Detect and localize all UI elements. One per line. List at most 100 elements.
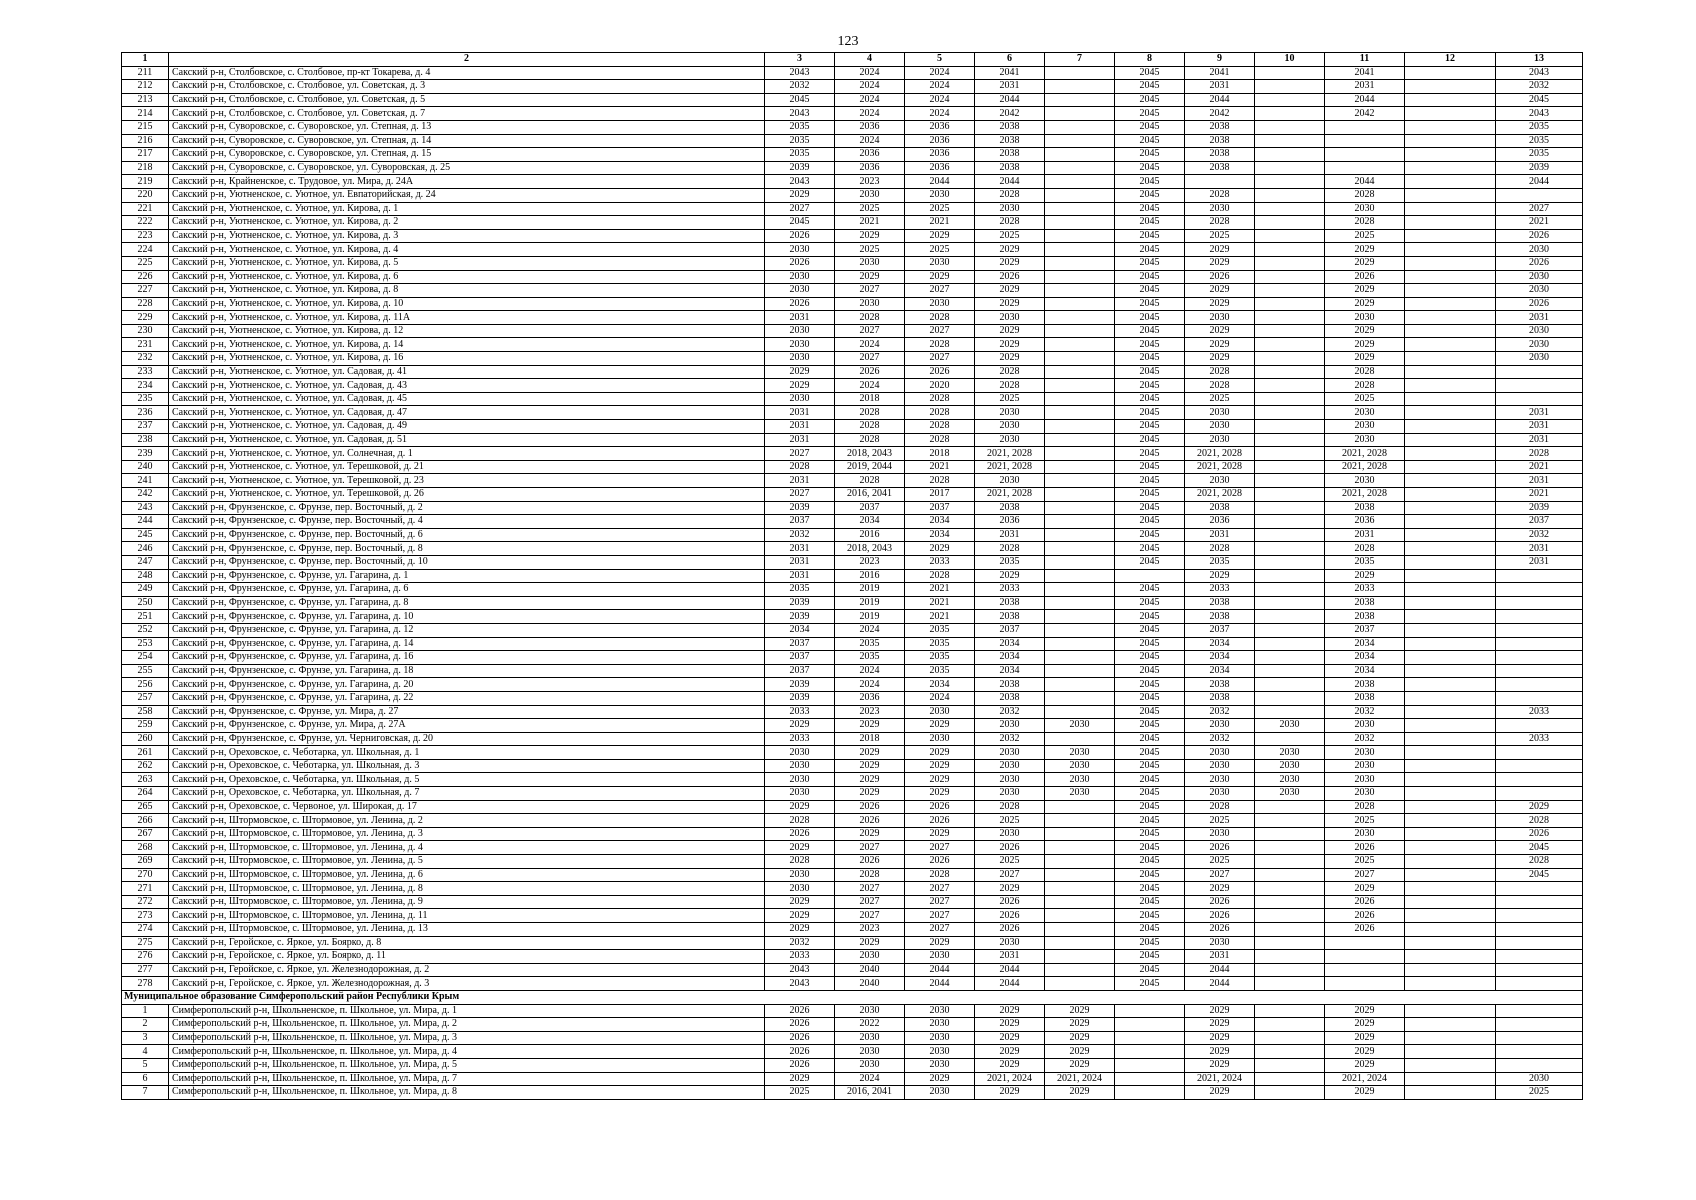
table-cell: 2029	[1044, 1085, 1115, 1100]
table-cell	[1254, 813, 1325, 828]
table-cell: 2034	[904, 514, 975, 529]
table-cell: 273	[121, 908, 169, 923]
table-cell: Сакский р-н, Геройское, с. Яркое, ул. Же…	[168, 962, 765, 978]
table-cell: 2035	[834, 650, 905, 665]
table-cell: 276	[121, 949, 169, 964]
table-cell	[1404, 514, 1496, 529]
table-cell: 2024	[904, 92, 975, 108]
table-cell: 2045	[1114, 690, 1185, 706]
table-cell: 2026	[974, 908, 1045, 923]
table-cell	[1254, 391, 1325, 407]
table-cell: 2045	[1114, 92, 1185, 108]
table-cell: 2024	[834, 378, 905, 393]
table-cell: 2034	[974, 650, 1045, 665]
table-cell: Сакский р-н, Суворовское, с. Суворовское…	[168, 133, 765, 149]
table-cell	[1044, 500, 1115, 516]
table-cell: 2031	[1495, 310, 1583, 325]
table-cell	[1404, 636, 1496, 652]
table-cell	[1044, 459, 1115, 475]
table-cell	[1404, 772, 1496, 788]
table-cell: 267	[121, 826, 169, 842]
table-cell: 2036	[904, 119, 975, 135]
table-cell: 2030	[834, 1044, 905, 1059]
table-cell: Сакский р-н, Фрунзенское, с. Фрунзе, пер…	[168, 541, 765, 556]
table-cell	[1044, 636, 1115, 652]
table-cell: 2026	[764, 1030, 835, 1046]
table-cell	[1404, 283, 1496, 298]
table-cell	[1254, 636, 1325, 652]
table-cell: 2029	[764, 922, 835, 937]
table-cell: 253	[121, 636, 169, 652]
table-cell	[1254, 419, 1325, 434]
table-cell	[1044, 160, 1115, 176]
table-cell	[1044, 962, 1115, 978]
table-cell	[1254, 487, 1325, 502]
table-cell: 2038	[1184, 133, 1255, 149]
table-cell: 2033	[764, 731, 835, 747]
table-cell	[1404, 391, 1496, 407]
table-cell	[1044, 119, 1115, 135]
table-cell: 2032	[1495, 79, 1583, 94]
table-cell: 2031	[764, 419, 835, 434]
table-cell	[1044, 174, 1115, 189]
table-cell: 2038	[1184, 119, 1255, 135]
table-cell: 2045	[1114, 582, 1185, 597]
table-cell: 2035	[904, 663, 975, 679]
table-cell: 2028	[974, 541, 1045, 556]
table-cell: 2030	[974, 718, 1045, 733]
table-cell	[1404, 1003, 1496, 1019]
table-cell: 2030	[1184, 473, 1255, 488]
table-cell: 2029	[904, 758, 975, 774]
table-cell: 2038	[1324, 690, 1405, 706]
table-cell: 2035	[764, 147, 835, 162]
table-cell	[1404, 228, 1496, 244]
table-cell: 2029	[1184, 296, 1255, 312]
table-cell	[1044, 527, 1115, 543]
table-cell: 2045	[1114, 459, 1185, 475]
table-cell: 2028	[764, 459, 835, 475]
table-cell: 2021, 2028	[974, 459, 1045, 475]
table-cell: 221	[121, 201, 169, 217]
table-cell: 2045	[1114, 215, 1185, 230]
table-cell: Сакский р-н, Уютненское, с. Уютное, ул. …	[168, 459, 765, 475]
table-cell: Сакский р-н, Уютненское, с. Уютное, ул. …	[168, 419, 765, 434]
table-cell	[1044, 922, 1115, 937]
table-cell: 2038	[1324, 609, 1405, 624]
table-cell	[1254, 962, 1325, 978]
table-cell: 2028	[904, 419, 975, 434]
table-cell: 2028	[1184, 541, 1255, 556]
table-cell: 2045	[1114, 65, 1185, 81]
table-cell: 2045	[1114, 718, 1185, 733]
table-cell	[1254, 337, 1325, 353]
table-cell: 2030	[974, 473, 1045, 488]
table-cell: 2029	[974, 1017, 1045, 1032]
table-cell: 2030	[1044, 718, 1115, 733]
table-cell: 265	[121, 799, 169, 815]
table-cell	[1495, 894, 1583, 910]
table-cell: 2026	[904, 364, 975, 380]
table-cell: 2029	[1324, 283, 1405, 298]
table-cell: 2024	[834, 622, 905, 638]
table-cell	[1254, 527, 1325, 543]
table-cell: 2043	[764, 65, 835, 81]
table-cell	[1254, 514, 1325, 529]
table-cell	[1044, 826, 1115, 842]
table-cell: Сакский р-н, Ореховское, с. Чеботарка, у…	[168, 758, 765, 774]
table-cell: 2045	[1114, 622, 1185, 638]
table-cell: 2030	[1184, 201, 1255, 217]
table-cell: 2029	[974, 351, 1045, 366]
table-cell: 215	[121, 119, 169, 135]
table-cell: 2031	[1495, 432, 1583, 448]
table-cell: Сакский р-н, Суворовское, с. Суворовское…	[168, 147, 765, 162]
table-cell: Сакский р-н, Уютненское, с. Уютное, ул. …	[168, 473, 765, 488]
table-cell	[1044, 201, 1115, 217]
table-cell: 2033	[1495, 731, 1583, 747]
